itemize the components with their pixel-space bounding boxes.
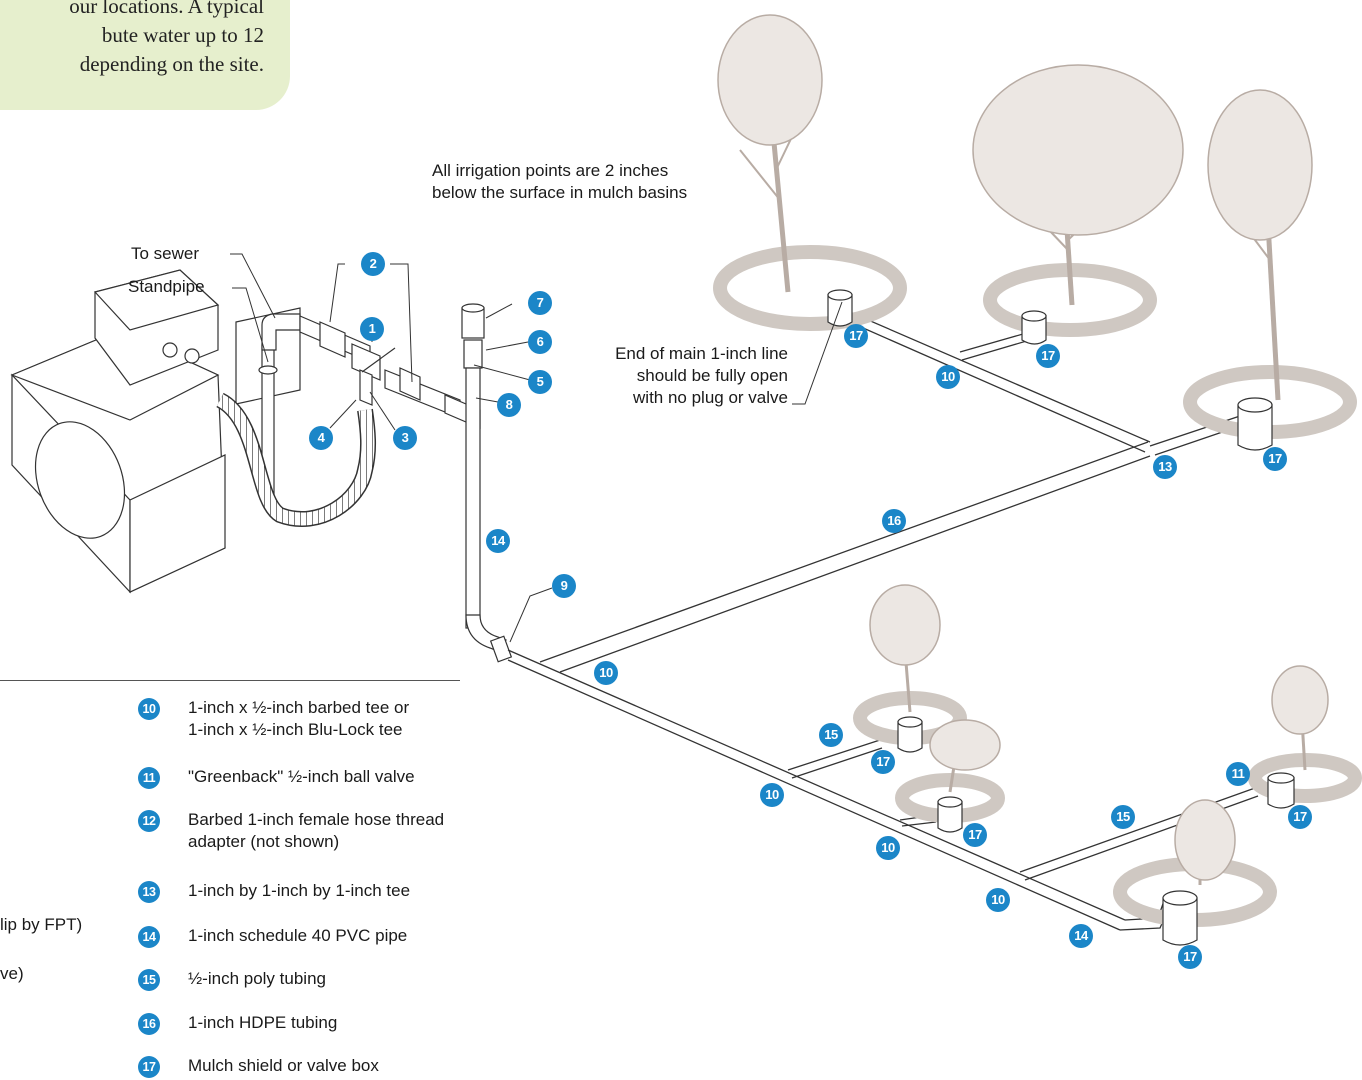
legend-number-badge: 12 — [138, 810, 160, 832]
legend-line: 1-inch HDPE tubing — [188, 1013, 338, 1032]
marker-10: 10 — [876, 836, 900, 860]
marker-10: 10 — [936, 365, 960, 389]
marker-10: 10 — [594, 661, 618, 685]
legend-line: Mulch shield or valve box — [188, 1056, 379, 1075]
legend-item-text: 1-inch x ½-inch barbed tee or 1-inch x ½… — [188, 697, 409, 741]
tree-2 — [972, 64, 1184, 306]
legend-item-text: "Greenback" ½-inch ball valve — [188, 766, 415, 788]
callout-line: our locations. A typical — [69, 0, 264, 18]
marker-17: 17 — [1036, 344, 1060, 368]
tree-1 — [717, 14, 823, 293]
legend-item-text: Mulch shield or valve box — [188, 1055, 379, 1077]
end-of-line-line: should be fully open — [636, 366, 788, 385]
marker-6: 6 — [528, 330, 552, 354]
legend-line: adapter (not shown) — [188, 832, 340, 851]
marker-4: 4 — [309, 426, 333, 450]
marker-15: 15 — [819, 723, 843, 747]
standpipe-label: Standpipe — [128, 277, 205, 296]
marker-17: 17 — [963, 823, 987, 847]
marker-17: 17 — [1288, 805, 1312, 829]
marker-10: 10 — [986, 888, 1010, 912]
callout-line: bute water up to 12 — [101, 23, 264, 47]
tree-5 — [929, 719, 1001, 793]
marker-13: 13 — [1153, 455, 1177, 479]
marker-5: 5 — [528, 370, 552, 394]
legend-line: 1-inch schedule 40 PVC pipe — [188, 926, 408, 945]
marker-17: 17 — [1263, 447, 1287, 471]
callout-line: depending on the site. — [79, 52, 264, 76]
legend-line: Barbed 1-inch female hose thread — [188, 810, 445, 829]
legend-line: "Greenback" ½-inch ball valve — [188, 767, 415, 786]
irrigation-note-line: All irrigation points are 2 inches — [432, 161, 669, 180]
legend-number-badge: 13 — [138, 881, 160, 903]
tree-4 — [869, 584, 941, 713]
legend-number-badge: 15 — [138, 969, 160, 991]
pipe-network — [507, 309, 1259, 931]
vertical-pvc — [461, 303, 513, 663]
tree-6 — [1271, 665, 1329, 771]
marker-14: 14 — [1069, 924, 1093, 948]
marker-17: 17 — [1178, 945, 1202, 969]
irrigation-note: All irrigation points are 2 inches below… — [432, 160, 687, 204]
drain-hose — [215, 392, 376, 527]
valve-assembly — [299, 315, 481, 429]
tree-3 — [1207, 89, 1313, 401]
washing-machine — [10, 269, 226, 594]
legend-number-badge: 16 — [138, 1013, 160, 1035]
callout-box: our locations. A typical bute water up t… — [0, 0, 290, 110]
marker-15: 15 — [1111, 805, 1135, 829]
legend-line: ½-inch poly tubing — [188, 969, 326, 988]
marker-3: 3 — [393, 426, 417, 450]
marker-16: 16 — [882, 509, 906, 533]
marker-11: 11 — [1226, 762, 1250, 786]
legend-item-text: 1-inch schedule 40 PVC pipe — [188, 925, 407, 947]
legend-line: 1-inch x ½-inch Blu-Lock tee — [188, 720, 403, 739]
marker-7: 7 — [528, 291, 552, 315]
to-sewer-label: To sewer — [131, 244, 200, 263]
marker-2: 2 — [361, 252, 385, 276]
legend-divider — [0, 680, 460, 681]
end-of-line-line: End of main 1-inch line — [615, 344, 788, 363]
marker-17: 17 — [844, 324, 868, 348]
legend-line: 1-inch by 1-inch by 1-inch tee — [188, 881, 411, 900]
legend-item-text: 1-inch HDPE tubing — [188, 1012, 337, 1034]
marker-8: 8 — [497, 393, 521, 417]
partial-legend-text: lip by FPT) — [0, 915, 83, 934]
legend-item-text: Barbed 1-inch female hose thread adapter… — [188, 809, 444, 853]
marker-9: 9 — [552, 574, 576, 598]
standpipe-box — [235, 307, 301, 496]
marker-17: 17 — [871, 750, 895, 774]
legend-number-badge: 10 — [138, 698, 160, 720]
irrigation-note-line: below the surface in mulch basins — [432, 183, 688, 202]
marker-1: 1 — [360, 317, 384, 341]
valve-boxes — [827, 289, 1295, 946]
legend-item-text: 1-inch by 1-inch by 1-inch tee — [188, 880, 410, 902]
marker-10: 10 — [760, 783, 784, 807]
tree-7 — [1174, 799, 1236, 885]
callout-text: our locations. A typical bute water up t… — [4, 0, 264, 79]
legend-number-badge: 11 — [138, 767, 160, 789]
end-of-line-note: End of main 1-inch line should be fully … — [590, 343, 788, 409]
partial-legend-text: ve) — [0, 964, 24, 983]
legend-item-text: ½-inch poly tubing — [188, 968, 326, 990]
trees — [717, 14, 1329, 885]
legend-number-badge: 14 — [138, 926, 160, 948]
legend-number-badge: 17 — [138, 1056, 160, 1078]
leader-lines — [230, 253, 843, 643]
end-of-line-line: with no plug or valve — [633, 388, 788, 407]
marker-14: 14 — [486, 529, 510, 553]
legend-line: 1-inch x ½-inch barbed tee or — [188, 698, 410, 717]
